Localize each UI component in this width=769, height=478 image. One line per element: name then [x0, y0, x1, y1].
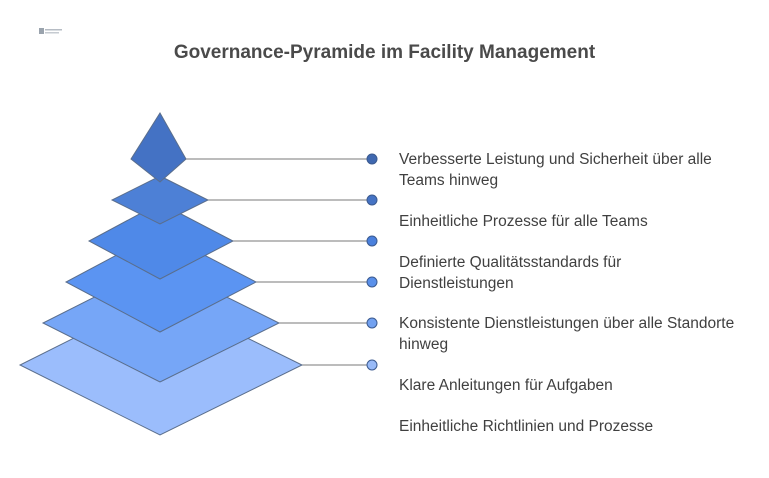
level-dot-5 — [366, 317, 378, 329]
level-label-4: Konsistente Dienstleistungen über alle S… — [399, 315, 735, 353]
dots — [366, 153, 378, 371]
level-dot-3 — [366, 235, 378, 247]
pyramid-level-4 — [64, 231, 258, 333]
pyramid-level-1 — [130, 112, 187, 183]
level-dot-2 — [366, 194, 378, 206]
connectors — [186, 158, 372, 366]
logo — [38, 25, 64, 37]
level-dot-4 — [366, 276, 378, 288]
level-label-2: Einheitliche Prozesse für alle Teams — [399, 213, 648, 230]
level-label-6: Einheitliche Richtlinien und Prozesse — [399, 418, 654, 435]
level-label-1: Verbesserte Leistung und Sicherheit über… — [399, 151, 712, 189]
level-dot-1 — [366, 153, 378, 165]
page-title: Governance-Pyramide im Facility Manageme… — [173, 42, 596, 63]
level-label-3: Definierte Qualitätsstandards für Dienst… — [399, 254, 622, 292]
pyramid-level-2 — [110, 175, 210, 225]
level-dot-6 — [366, 359, 378, 371]
level-label-5: Klare Anleitungen für Aufgaben — [399, 377, 613, 394]
pyramid-level-3 — [87, 202, 235, 280]
